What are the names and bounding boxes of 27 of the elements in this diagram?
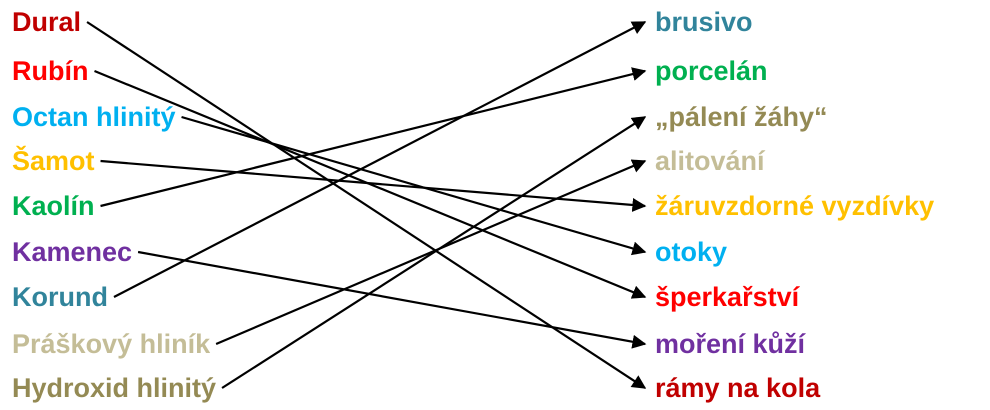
arrow bbox=[138, 250, 646, 349]
use-label: moření kůží bbox=[655, 328, 806, 360]
use-label: šperkařství bbox=[655, 281, 800, 313]
arrow bbox=[100, 160, 646, 212]
material-name: Šamot bbox=[12, 145, 95, 177]
material-name: Rubín bbox=[12, 55, 88, 87]
material-name: Korund bbox=[12, 281, 108, 313]
arrow bbox=[113, 21, 646, 298]
material-name: Kamenec bbox=[12, 236, 132, 268]
arrow bbox=[94, 70, 646, 299]
use-label: žáruvzdorné vyzdívky bbox=[655, 190, 934, 222]
arrow bbox=[221, 116, 646, 389]
arrow bbox=[86, 21, 646, 389]
use-label: alitování bbox=[655, 145, 765, 177]
arrow bbox=[100, 67, 646, 208]
use-label: brusivo bbox=[655, 6, 753, 38]
material-name: Octan hlinitý bbox=[12, 101, 176, 133]
use-label: „pálení žáhy“ bbox=[655, 101, 828, 133]
material-name: Práškový hliník bbox=[12, 328, 210, 360]
use-label: otoky bbox=[655, 236, 728, 268]
material-name: Dural bbox=[12, 6, 82, 38]
use-label: rámy na kola bbox=[655, 372, 820, 404]
material-name: Kaolín bbox=[12, 190, 95, 222]
material-name: Hydroxid hlinitý bbox=[12, 372, 216, 404]
arrow bbox=[181, 116, 646, 256]
use-label: porcelán bbox=[655, 55, 768, 87]
arrow bbox=[216, 160, 646, 346]
